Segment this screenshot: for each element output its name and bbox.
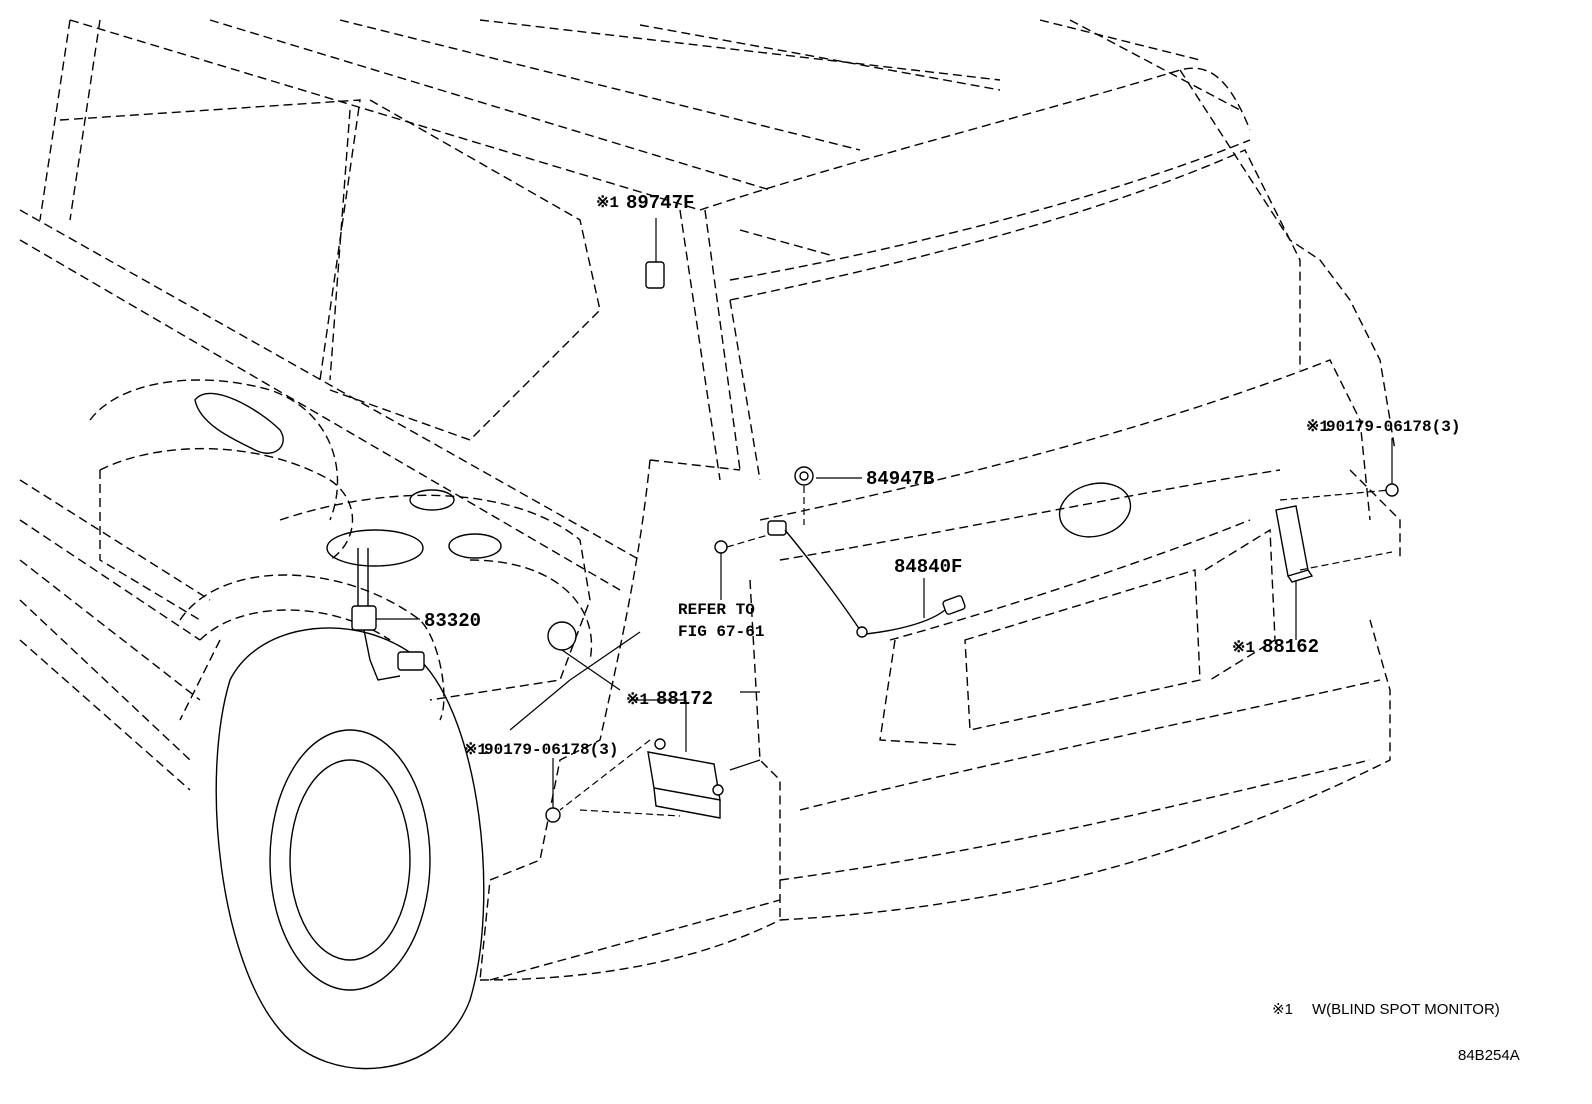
refer-line1: REFER TO — [678, 601, 755, 619]
label-84947b[interactable]: 84947B — [866, 468, 934, 490]
label-84840f[interactable]: 84840F — [894, 556, 962, 578]
refer-bolt — [714, 534, 769, 600]
part-89747f-clip[interactable] — [645, 218, 665, 289]
vehicle-body-outline — [19, 19, 1396, 1070]
part-88172-module[interactable] — [559, 649, 761, 819]
label-88172[interactable]: 88172 — [656, 688, 713, 710]
footnote-text: W(BLIND SPOT MONITOR) — [1312, 1001, 1500, 1018]
label-88162[interactable]: 88162 — [1262, 636, 1319, 658]
label-89747f[interactable]: 89747F — [626, 192, 694, 214]
refer-line2[interactable]: FIG 67-61 — [678, 623, 764, 641]
label-90179-right-mark: ※1 — [1306, 418, 1329, 436]
label-88172-mark: ※1 — [626, 691, 649, 709]
footnote-mark: ※1 — [1272, 1001, 1293, 1018]
label-90179-left[interactable]: 90179-06178(3) — [484, 741, 618, 759]
label-88162-mark: ※1 — [1232, 639, 1255, 657]
figure-code: 84B254A — [1458, 1047, 1520, 1064]
label-89747f-mark: ※1 — [596, 194, 619, 212]
part-88162-module[interactable] — [1275, 489, 1393, 640]
part-90179-left-nut[interactable] — [509, 631, 641, 823]
part-84947b-grommet[interactable] — [794, 466, 862, 525]
label-83320[interactable]: 83320 — [424, 610, 481, 632]
part-90179-right-nut[interactable] — [1349, 438, 1401, 560]
label-90179-right[interactable]: 90179-06178(3) — [1326, 418, 1460, 436]
label-90179-left-mark: ※1 — [464, 741, 487, 759]
part-84840f-harness[interactable] — [767, 520, 966, 638]
part-83320-sensor[interactable] — [351, 548, 425, 681]
